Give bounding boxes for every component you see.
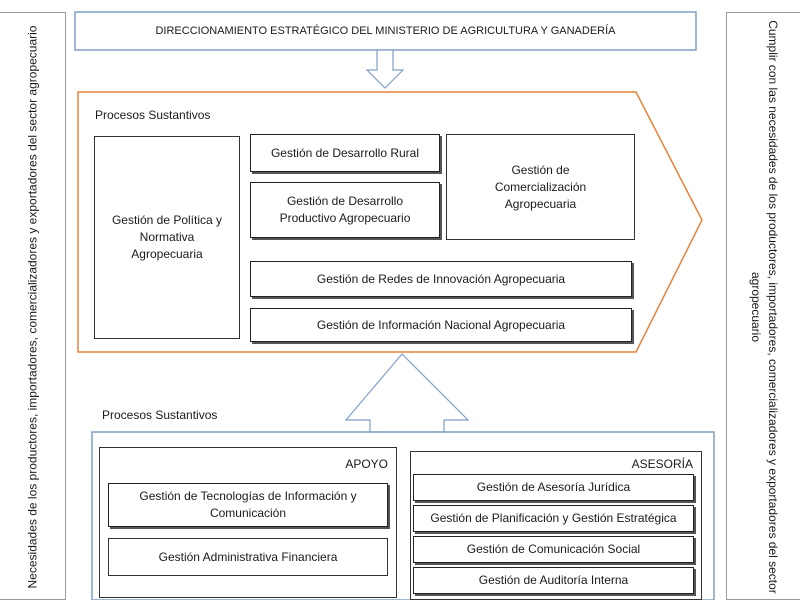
redes-text: Gestión de Redes de Innovación Agropecua… xyxy=(316,271,566,286)
asesoria-item-auditoria: Gestión de Auditoría Interna xyxy=(413,567,694,594)
top-box-outline xyxy=(74,11,697,51)
apoyo-item-tic: Gestión de Tecnologías de Información y … xyxy=(108,483,388,527)
top-title: DIRECCIONAMIENTO ESTRATÉGICO DEL MINISTE… xyxy=(155,24,616,37)
sustantivos-label: Procesos Sustantivos xyxy=(95,108,211,122)
desarrollo-rural-box: Gestión de Desarrollo Rural xyxy=(250,134,440,172)
lower-container xyxy=(91,431,715,600)
asesoria-item-comunicacion-text: Gestión de Comunicación Social xyxy=(466,542,641,556)
apoyo-item-financiera: Gestión Administrativa Financiera xyxy=(108,538,388,576)
desarrollo-rural-text: Gestión de Desarrollo Rural xyxy=(270,145,420,160)
politica-box: Gestión de Política y Normativa Agropecu… xyxy=(94,136,240,339)
apoyo-title: APOYO xyxy=(345,457,388,471)
right-outcome-text: Cumplir con las necesidades de los produ… xyxy=(749,20,780,594)
informacion-text: Gestión de Información Nacional Agropecu… xyxy=(316,317,566,332)
apoyo-item-tic-text: Gestión de Tecnologías de Información y … xyxy=(139,489,357,520)
apoyo-item-financiera-text: Gestión Administrativa Financiera xyxy=(158,549,338,564)
asesoria-title: ASESORÍA xyxy=(631,457,693,471)
comercializacion-text: Gestión de Comercialización Agropecuaria xyxy=(494,162,587,211)
asesoria-item-planificacion-text: Gestión de Planificación y Gestión Estra… xyxy=(430,511,677,525)
asesoria-item-auditoria-text: Gestión de Auditoría Interna xyxy=(478,573,629,587)
down-arrow xyxy=(365,49,405,89)
asesoria-item-juridica-text: Gestión de Asesoría Jurídica xyxy=(476,480,631,494)
up-arrow xyxy=(344,353,470,433)
comercializacion-box: Gestión de Comercialización Agropecuaria xyxy=(446,134,635,240)
redes-box: Gestión de Redes de Innovación Agropecua… xyxy=(250,261,632,297)
asesoria-item-planificacion: Gestión de Planificación y Gestión Estra… xyxy=(413,505,694,532)
asesoria-item-juridica: Gestión de Asesoría Jurídica xyxy=(413,474,694,501)
politica-text: Gestión de Política y Normativa Agropecu… xyxy=(111,213,223,261)
asesoria-item-comunicacion: Gestión de Comunicación Social xyxy=(413,536,694,563)
lower-label: Procesos Sustantivos xyxy=(102,408,218,422)
informacion-box: Gestión de Información Nacional Agropecu… xyxy=(250,308,632,342)
left-needs-text: Necesidades de los productores, importad… xyxy=(25,25,40,589)
left-needs-panel: Necesidades de los productores, importad… xyxy=(0,12,66,600)
top-title-box: DIRECCIONAMIENTO ESTRATÉGICO DEL MINISTE… xyxy=(75,12,696,50)
right-outcome-panel: Cumplir con las necesidades de los produ… xyxy=(726,12,800,600)
desarrollo-productivo-text: Gestión de Desarrollo Productivo Agropec… xyxy=(279,194,411,225)
desarrollo-productivo-box: Gestión de Desarrollo Productivo Agropec… xyxy=(250,182,440,238)
